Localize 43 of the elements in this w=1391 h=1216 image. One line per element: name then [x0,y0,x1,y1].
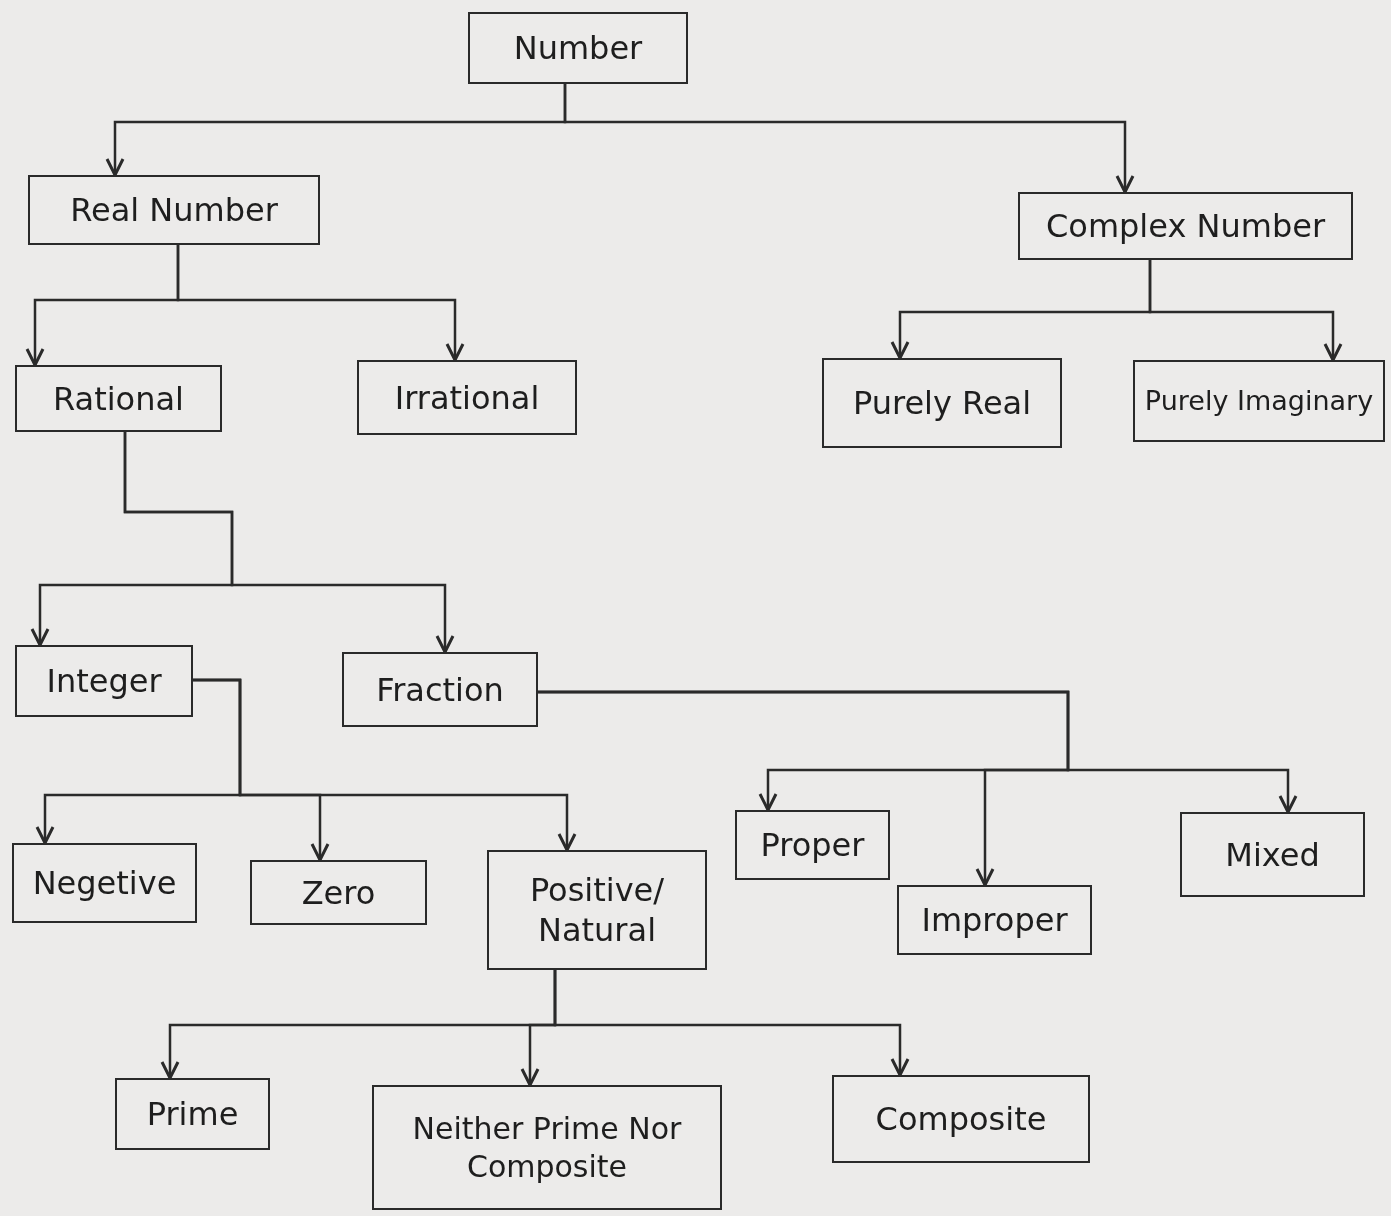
node-label: Rational [52,378,185,419]
arrow [176,245,465,362]
node-label: Fraction [375,669,505,710]
tree-box [28,175,320,245]
tree-box [15,365,222,432]
tree-box [487,850,707,970]
arrow [553,970,910,1077]
node-label: Complex Number [1044,206,1327,246]
node-label: Negetive [31,863,178,903]
tree-box [832,1075,1090,1163]
node-label: Number [512,28,644,68]
node-label: Integer [45,661,163,701]
tree-box [1018,192,1353,260]
node-label: Prime [145,1094,240,1134]
tree-box [1133,360,1385,442]
arrow [123,432,455,654]
node-label: Positive/ Natural [528,870,666,950]
tree-box [897,885,1092,955]
node-label: Purely Real [851,383,1033,423]
node-label: Composite [874,1099,1048,1139]
arrow [1148,260,1343,362]
arrow [538,690,1298,814]
tree-box [357,360,577,435]
node-label: Zero [300,872,377,913]
node-label: Neither Prime Nor Composite [411,1110,683,1185]
node-label: Purely Imaginary [1143,384,1375,418]
node-label: Proper [759,825,866,865]
node-label: Real Number [69,190,279,230]
tree-box [822,358,1062,448]
node-label: Improper [920,900,1069,940]
node-label: Mixed [1224,834,1321,875]
tree-box [735,810,890,880]
tree-box [15,645,193,717]
tree-box [250,860,427,925]
arrow [193,678,577,852]
tree-box [115,1078,270,1150]
tree-box [1180,812,1365,897]
node-label: Irrational [393,377,541,418]
tree-box [372,1085,722,1210]
tree-box [342,652,538,727]
tree-box [468,12,688,84]
arrow [563,84,1135,194]
tree-box [12,843,197,923]
